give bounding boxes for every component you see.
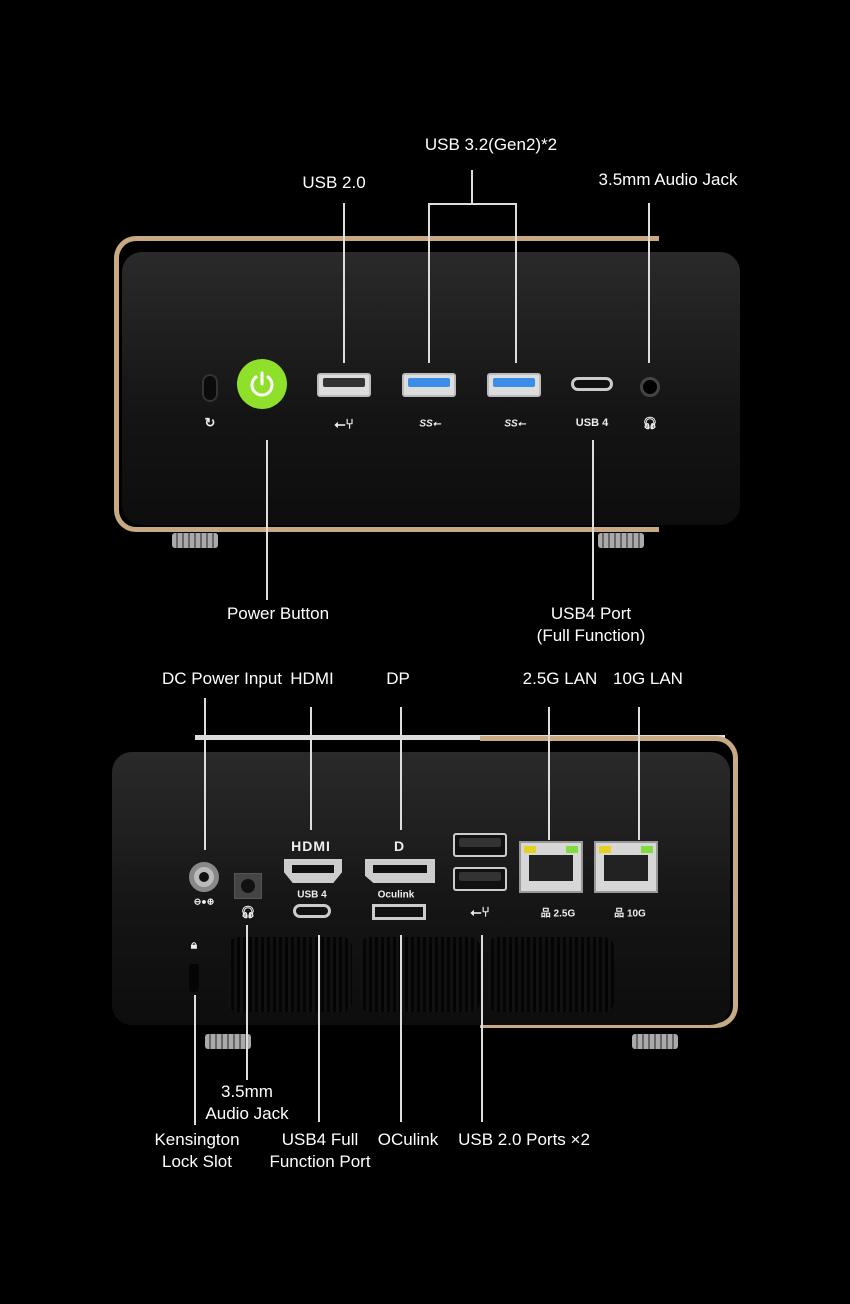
callout-usb20-ports: USB 2.0 Ports ×2: [458, 1130, 590, 1149]
dc-polarity-icon: ⊖●⊕: [193, 896, 215, 907]
callout-oculink: OCulink: [377, 1130, 439, 1149]
headphone-icon: 🎧︎: [642, 416, 658, 430]
hdmi-port: [284, 859, 342, 883]
rear-audio-jack: [234, 873, 262, 899]
front-audio-jack: [640, 377, 660, 397]
superspeed-usb-icon: SS⭠: [419, 418, 441, 430]
callout-audio-jack: 3.5mm Audio Jack: [598, 170, 738, 189]
callout-power-button: Power Button: [226, 604, 330, 623]
displayport-icon: D: [393, 838, 405, 854]
vent: [228, 937, 352, 1012]
callout-usb4-port: USB4 Port(Full Function): [536, 604, 646, 645]
dc-power-input: [189, 862, 219, 892]
rear-usb4-port: [293, 904, 331, 918]
rear-top-bar: [195, 735, 725, 740]
rear-foot-left: [205, 1034, 251, 1049]
callout-lan-10g: 10G LAN: [613, 669, 683, 688]
reset-icon: ↻: [204, 415, 216, 430]
front-usb20-port: [317, 373, 371, 397]
rear-usb20-port-1: [453, 833, 507, 857]
headphone-icon: 🎧︎: [240, 905, 256, 919]
callout-usb20: USB 2.0: [302, 173, 366, 192]
hdmi-logo: HDMI: [291, 838, 331, 854]
front-frame: [114, 236, 659, 532]
callout-hdmi: HDMI: [290, 669, 334, 688]
lock-icon: 🔒︎: [190, 937, 198, 952]
displayport-port: [365, 859, 435, 883]
vent: [360, 937, 480, 1012]
network-icon: 品: [614, 908, 627, 920]
kensington-slot: [189, 964, 199, 992]
lan-10g-label: 品 10G: [614, 908, 646, 920]
rear-frame: [480, 736, 738, 1028]
callout-lan-25g: 2.5G LAN: [522, 669, 598, 688]
callout-usb32: USB 3.2(Gen2)*2: [424, 135, 558, 154]
reset-button[interactable]: [202, 374, 218, 402]
lan-25g-label: 品 2.5G: [540, 908, 576, 920]
callout-dp: DP: [386, 669, 410, 688]
rear-usb4-label: USB 4: [297, 889, 327, 901]
usb-icon: ⭠⑂: [470, 903, 490, 920]
oculink-label: Oculink: [377, 889, 415, 901]
oculink-port: [372, 904, 426, 920]
power-button[interactable]: [237, 359, 287, 409]
front-foot-right: [598, 533, 644, 548]
front-foot-left: [172, 533, 218, 548]
front-usb32-port-2: [487, 373, 541, 397]
vent: [488, 937, 614, 1012]
front-usb4-label: USB 4: [575, 417, 609, 429]
callout-dc-power: DC Power Input: [162, 669, 282, 688]
rear-foot-right: [632, 1034, 678, 1049]
power-icon: [250, 371, 274, 397]
front-usb4-port: [571, 377, 613, 391]
lan-10g-port: [594, 841, 658, 893]
superspeed-usb-icon: SS⭠: [504, 418, 526, 430]
network-icon: 品: [540, 908, 554, 920]
usb-icon: ⭠⑂: [334, 415, 354, 432]
rear-usb20-port-2: [453, 867, 507, 891]
lan-25g-port: [519, 841, 583, 893]
front-usb32-port-1: [402, 373, 456, 397]
